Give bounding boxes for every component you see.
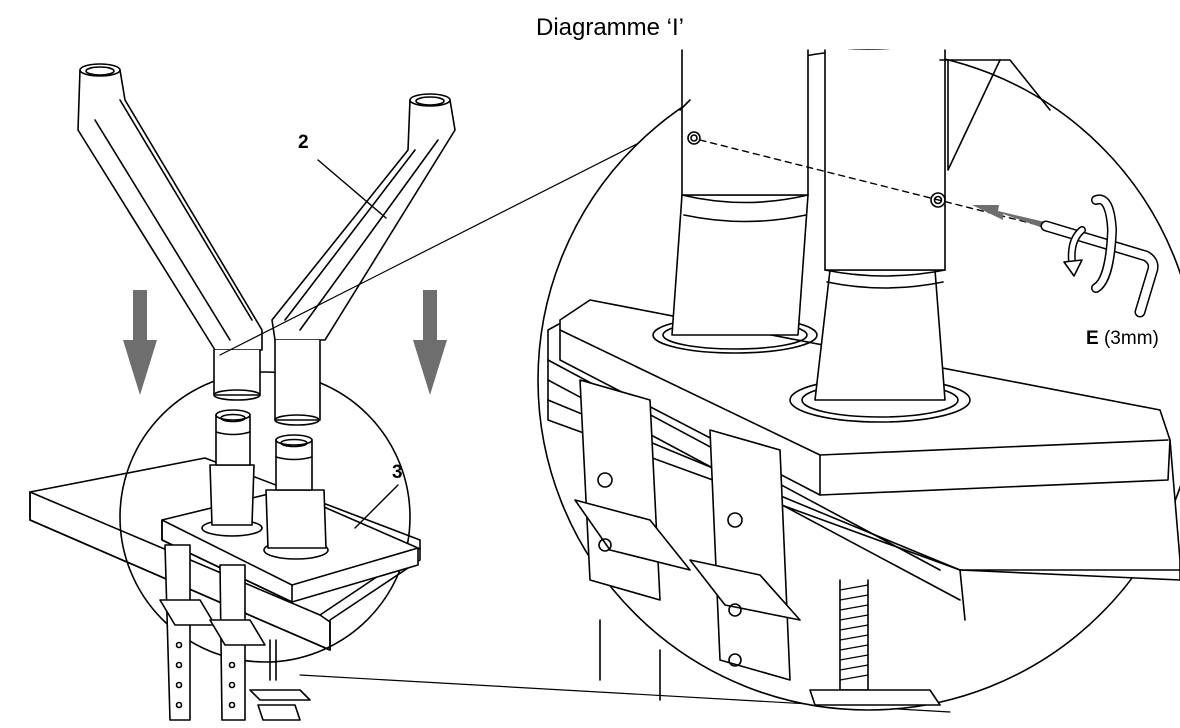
leader-line-2 <box>317 159 387 219</box>
tool-size: (3mm) <box>1103 328 1159 349</box>
insert-arrow-icon <box>972 205 1045 228</box>
down-arrow-icon <box>123 290 157 395</box>
diagram-title: Diagramme ‘I’ <box>535 14 685 41</box>
tool-letter: E <box>1086 328 1099 349</box>
callout-label-2: 2 <box>298 132 309 153</box>
tool-label: E (3mm) <box>1086 328 1159 350</box>
overview-magnifier-circle <box>119 371 411 663</box>
detail-post-right <box>814 49 946 401</box>
overview-clamps <box>159 544 311 721</box>
rotate-arrow-icon <box>1063 194 1117 293</box>
callout-label-3: 3 <box>392 462 403 483</box>
detail-arm-upper <box>679 59 1051 171</box>
overview-dual-arm <box>77 63 456 426</box>
detail-threaded-screw <box>809 579 941 706</box>
hex-key-icon <box>1040 220 1159 318</box>
down-arrow-icon <box>413 290 447 395</box>
leader-line-3 <box>354 484 399 529</box>
detail-post-left <box>671 49 809 336</box>
detail-clamps <box>574 379 801 701</box>
overview-posts <box>209 409 327 549</box>
